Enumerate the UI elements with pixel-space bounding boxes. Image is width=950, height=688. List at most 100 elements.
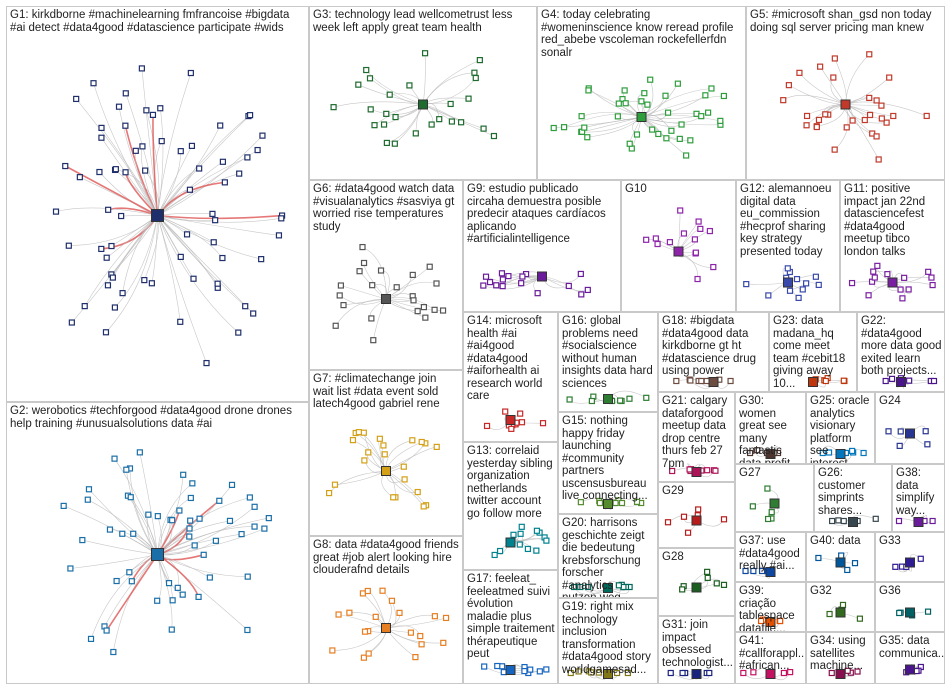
hub-node[interactable] <box>418 99 428 110</box>
node[interactable] <box>727 377 734 385</box>
node[interactable] <box>638 98 645 105</box>
node[interactable] <box>873 97 880 104</box>
node[interactable] <box>533 527 541 534</box>
node[interactable] <box>76 174 83 181</box>
node[interactable] <box>835 517 842 524</box>
hub-node[interactable] <box>848 517 858 527</box>
node[interactable] <box>480 125 487 132</box>
node[interactable] <box>851 560 859 567</box>
node[interactable] <box>174 584 181 591</box>
node[interactable] <box>103 254 110 261</box>
node[interactable] <box>359 243 366 251</box>
node[interactable] <box>106 526 114 533</box>
node[interactable] <box>897 428 904 435</box>
node[interactable] <box>331 481 339 488</box>
node[interactable] <box>923 112 930 120</box>
node[interactable] <box>109 274 116 281</box>
node[interactable] <box>533 547 540 554</box>
node[interactable] <box>496 547 504 555</box>
node[interactable] <box>377 267 385 274</box>
node[interactable] <box>154 597 161 604</box>
node[interactable] <box>355 429 362 436</box>
node[interactable] <box>122 90 129 97</box>
node[interactable] <box>678 121 685 128</box>
node[interactable] <box>839 601 847 609</box>
node[interactable] <box>815 554 822 562</box>
node[interactable] <box>826 610 833 618</box>
node[interactable] <box>795 294 802 301</box>
node[interactable] <box>165 580 173 587</box>
hub-node[interactable] <box>381 466 391 476</box>
node[interactable] <box>422 314 429 321</box>
node[interactable] <box>123 466 130 473</box>
node[interactable] <box>235 329 242 336</box>
node[interactable] <box>261 525 268 532</box>
node[interactable] <box>720 92 727 100</box>
node[interactable] <box>180 471 187 478</box>
node[interactable] <box>228 481 236 489</box>
node[interactable] <box>217 122 224 129</box>
hub-node[interactable] <box>603 499 613 509</box>
node[interactable] <box>372 613 379 620</box>
node[interactable] <box>517 410 524 417</box>
node[interactable] <box>90 80 97 87</box>
node[interactable] <box>482 273 490 280</box>
node[interactable] <box>439 307 447 314</box>
node[interactable] <box>870 268 877 275</box>
node[interactable] <box>560 124 568 131</box>
node[interactable] <box>784 265 791 272</box>
node[interactable] <box>98 124 105 131</box>
node[interactable] <box>575 668 582 675</box>
node[interactable] <box>750 669 757 676</box>
node[interactable] <box>901 274 908 281</box>
node[interactable] <box>518 280 525 287</box>
node[interactable] <box>238 530 245 538</box>
node[interactable] <box>865 292 872 299</box>
node[interactable] <box>81 303 88 310</box>
node[interactable] <box>786 287 794 294</box>
node[interactable] <box>674 80 681 87</box>
node[interactable] <box>364 587 371 595</box>
node[interactable] <box>796 69 803 76</box>
node[interactable] <box>785 82 792 89</box>
node[interactable] <box>888 375 896 382</box>
node[interactable] <box>149 111 157 118</box>
hub-node[interactable] <box>691 467 702 477</box>
node[interactable] <box>186 186 194 193</box>
node[interactable] <box>417 632 424 640</box>
node[interactable] <box>52 208 60 215</box>
node[interactable] <box>414 488 421 496</box>
node[interactable] <box>704 467 711 474</box>
node[interactable] <box>118 212 125 220</box>
hub-node[interactable] <box>808 377 818 387</box>
node[interactable] <box>813 123 820 131</box>
node[interactable] <box>692 249 700 256</box>
node[interactable] <box>138 65 145 72</box>
node[interactable] <box>825 449 833 456</box>
node[interactable] <box>922 428 929 435</box>
node[interactable] <box>275 232 283 239</box>
node[interactable] <box>400 463 407 470</box>
node[interactable] <box>187 494 194 502</box>
node[interactable] <box>68 319 75 326</box>
node[interactable] <box>187 69 194 77</box>
node[interactable] <box>680 230 688 237</box>
node[interactable] <box>494 662 501 670</box>
node[interactable] <box>499 283 506 290</box>
node[interactable] <box>244 154 251 161</box>
node[interactable] <box>188 142 196 150</box>
node[interactable] <box>407 629 415 636</box>
node[interactable] <box>278 215 285 222</box>
node[interactable] <box>365 650 372 657</box>
node[interactable] <box>687 377 694 384</box>
node[interactable] <box>536 668 543 675</box>
node[interactable] <box>219 158 227 165</box>
node[interactable] <box>186 533 193 540</box>
node[interactable] <box>246 494 253 501</box>
node[interactable] <box>866 51 873 58</box>
node[interactable] <box>663 135 670 142</box>
node[interactable] <box>703 377 710 385</box>
node[interactable] <box>890 112 897 120</box>
node[interactable] <box>524 545 532 553</box>
node[interactable] <box>508 425 515 432</box>
